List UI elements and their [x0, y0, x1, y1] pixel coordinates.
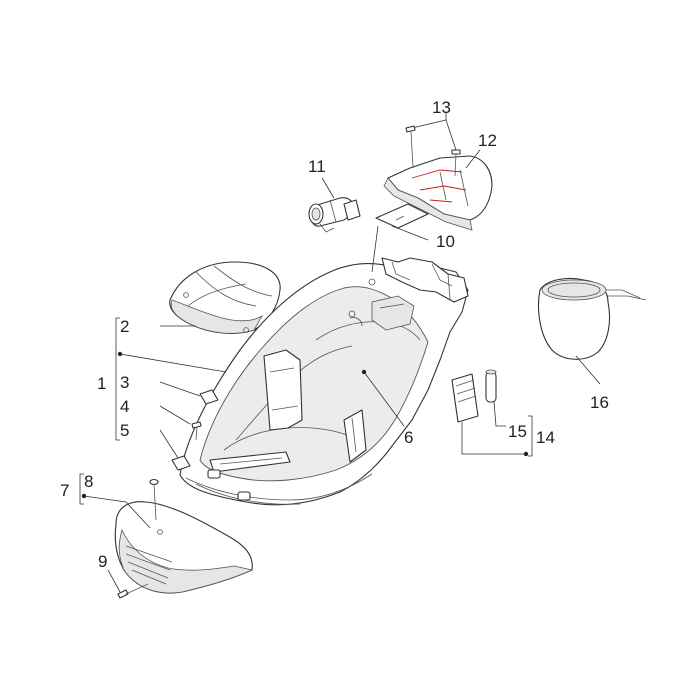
callout-line-4	[159, 405, 191, 425]
bracket-14	[528, 415, 533, 457]
callout-line-5	[159, 429, 179, 459]
clip-part-3	[199, 389, 219, 405]
label-16: 16	[590, 393, 609, 412]
label-5: 5	[120, 421, 129, 440]
screw-part-9	[117, 583, 149, 599]
bracket-7	[79, 473, 84, 505]
label-3: 3	[120, 373, 129, 392]
label-8: 8	[84, 472, 93, 491]
callout-line-1	[119, 353, 227, 373]
callout-line-9	[107, 569, 121, 593]
documents-part-15	[451, 369, 497, 423]
label-10: 10	[436, 232, 455, 251]
callout-line-11	[321, 177, 335, 199]
callout-line-15	[461, 422, 526, 455]
label-6: 6	[404, 428, 413, 447]
label-14: 14	[536, 428, 555, 447]
front-panel-part-7	[114, 501, 254, 594]
helmet-compartment-part-1	[179, 257, 469, 506]
lid-part-2	[169, 261, 281, 334]
label-15: 15	[508, 422, 527, 441]
callout-line-12	[465, 149, 481, 169]
bag-part-16	[537, 277, 647, 360]
label-13: 13	[432, 98, 451, 117]
screws-part-13	[405, 112, 461, 177]
lock-part-11	[308, 197, 361, 233]
cover-part-12	[383, 155, 493, 231]
label-12: 12	[478, 131, 497, 150]
flap-part-10	[375, 203, 429, 229]
washer-part-8	[149, 478, 159, 521]
callout-line-3	[159, 381, 201, 397]
label-4: 4	[120, 397, 129, 416]
callout-line-8	[83, 495, 151, 529]
screw-part-4	[191, 421, 202, 441]
callout-line-16	[575, 355, 601, 385]
label-7: 7	[60, 481, 69, 500]
clip-part-5	[171, 455, 191, 471]
label-1: 1	[97, 374, 106, 393]
callout-line-6	[363, 371, 405, 427]
bracket-1	[115, 317, 120, 441]
label-2: 2	[120, 317, 129, 336]
label-9: 9	[98, 552, 107, 571]
callout-line-10	[371, 225, 379, 273]
label-11: 11	[308, 157, 326, 176]
